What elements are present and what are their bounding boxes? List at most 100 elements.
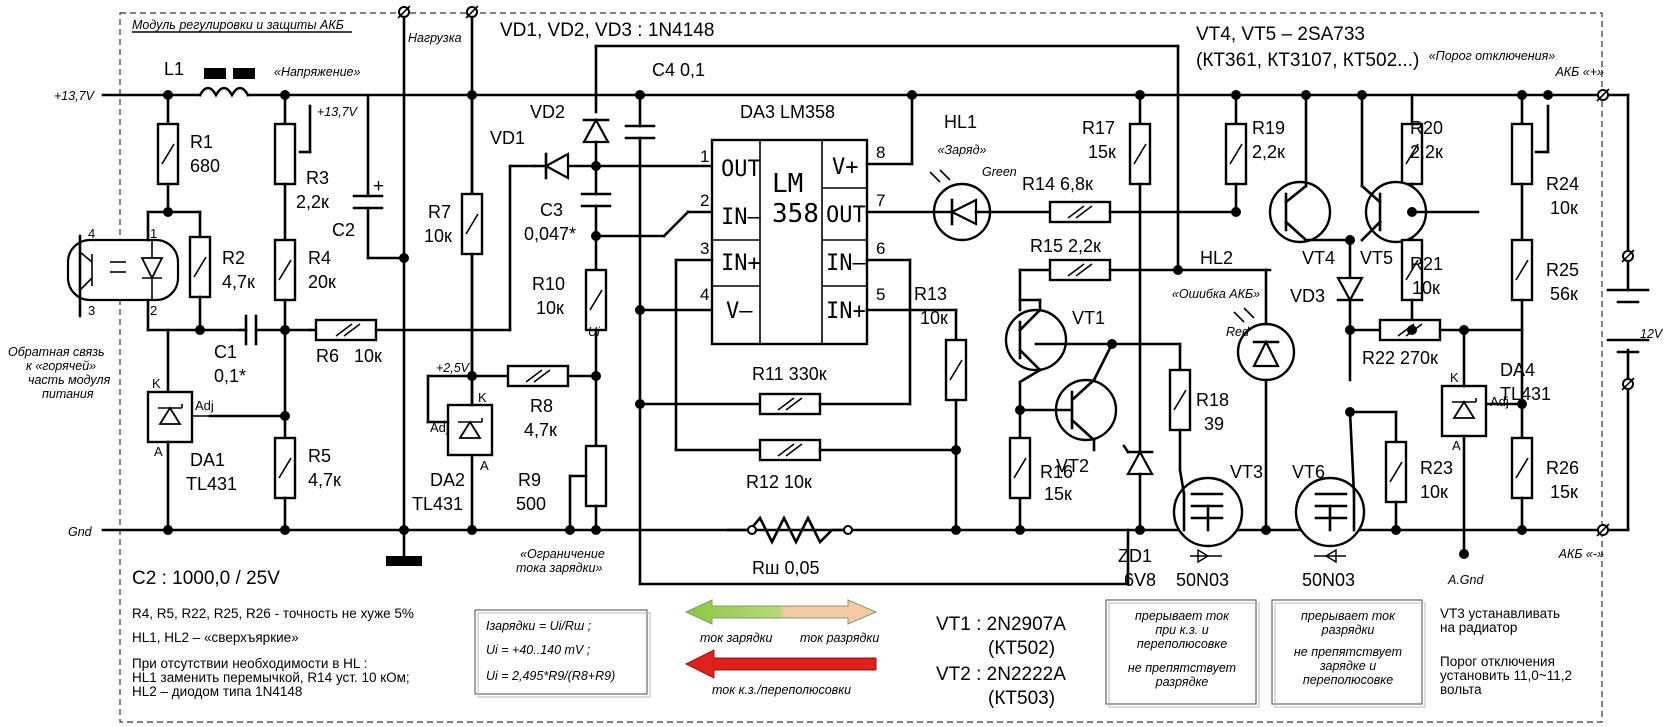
ref-r24: R24: [1546, 174, 1579, 194]
ref-r15: R15 2,2к: [1030, 236, 1101, 256]
opto-pin1: 1: [150, 226, 157, 241]
label-battery-v: 12V: [1640, 327, 1664, 341]
val-r2: 4,7к: [222, 272, 255, 292]
label-akb-minus: АКБ «-»: [1558, 547, 1604, 561]
ref-r22: R22 270к: [1362, 348, 1438, 368]
label-napr: «Напряжение»: [274, 65, 360, 79]
feedback-l1: Обратная связь: [8, 345, 105, 359]
ref-vd2: VD2: [530, 102, 565, 122]
ref-r14: R14 6,8к: [1022, 174, 1093, 194]
da3-out-1: OUT: [721, 157, 761, 182]
val-da2: TL431: [412, 494, 463, 514]
module-frame: [119, 12, 1603, 723]
label-plus-13-7: +13,7V: [54, 89, 96, 103]
val-r21: 10к: [1412, 278, 1440, 298]
label-v13-7: +13,7V: [317, 105, 359, 119]
note-vt2-alt: (КТ503): [988, 688, 1055, 709]
da2-adj: Adj: [430, 420, 449, 435]
header-diodes: VD1, VD2, VD3 : 1N4148: [500, 20, 714, 41]
note-vt2: VT2 : 2N2222A: [936, 664, 1066, 685]
ref-r19: R19: [1252, 118, 1285, 138]
val-da1: TL431: [186, 474, 237, 494]
label-agnd: A.Gnd: [1447, 573, 1484, 587]
val-r7: 10к: [424, 226, 452, 246]
da3-lm: LM: [772, 169, 803, 199]
label-arrow-charge: ток зарядки: [700, 631, 773, 645]
note-porog-2: установить 11,0~11,2: [1440, 668, 1572, 683]
note-porog-1: Порог отключения: [1440, 654, 1555, 669]
ref-rsh: Rш 0,05: [752, 558, 819, 578]
ref-c1: C1: [214, 342, 237, 362]
val-r5: 4,7к: [308, 470, 341, 490]
val-vt6: 50N03: [1302, 570, 1355, 590]
ref-r20: R20: [1410, 118, 1443, 138]
ref-l1: L1: [164, 59, 184, 79]
val-r24: 10к: [1550, 198, 1578, 218]
box2-l3: не препятствует: [1294, 645, 1402, 659]
opto-pin2: 2: [150, 303, 157, 318]
da2-k: K: [478, 390, 487, 405]
da3-pin6: 6: [876, 239, 885, 258]
da3-pin2: 2: [700, 191, 709, 210]
ref-r4: R4: [308, 248, 331, 268]
val-r10: 10к: [536, 298, 564, 318]
ref-r6: R6: [316, 346, 339, 366]
val-r3: 2,2к: [296, 192, 329, 212]
ref-c3: C3: [540, 200, 563, 220]
da3-in-plus-3: IN+: [721, 251, 761, 276]
box2-l2: разрядки: [1321, 623, 1375, 637]
note-absent-title: При отсутствии необходимости в HL :: [132, 656, 367, 671]
val-r9: 500: [516, 494, 546, 514]
box1-l4: не препятствует: [1128, 661, 1236, 675]
da3-pin4: 4: [700, 285, 709, 304]
header-pnp-alt: (КТ361, КТ3107, КТ502...): [1196, 50, 1419, 71]
box1-l2: при к.з. и: [1155, 623, 1208, 637]
ref-vt3: VT3: [1230, 462, 1263, 482]
note-porog-3: вольта: [1440, 682, 1482, 697]
feedback-l2: к «горячей»: [26, 359, 96, 373]
note-vt3-1: VT3 устанавливать: [1440, 606, 1560, 621]
ref-r5: R5: [308, 446, 331, 466]
terminal-akb-plus: [1596, 88, 1610, 102]
label-ui: Ui: [588, 325, 601, 339]
val-c3: 0,047*: [524, 224, 576, 244]
da3-out-7: OUT: [826, 203, 866, 228]
box1-l5: разрядке: [1155, 675, 1209, 689]
val-c1: 0,1*: [214, 366, 246, 386]
note-vt1-alt: (КТ502): [988, 638, 1055, 659]
ref-r10: R10: [532, 274, 565, 294]
val-r1: 680: [190, 156, 220, 176]
val-r18: 39: [1204, 414, 1224, 434]
da3-in-minus-6: IN–: [826, 251, 866, 276]
da1-a: A: [154, 444, 163, 459]
ref-r8: R8: [530, 396, 553, 416]
da4-k: K: [1450, 370, 1459, 385]
box2-l1: прерывает ток: [1301, 609, 1396, 623]
ref-zd1: ZD1: [1118, 546, 1152, 566]
formula-1: Iзарядки = Ui/Rш ;: [486, 619, 592, 633]
note-box-vt6: [1271, 599, 1423, 705]
val-r20: 2,2к: [1410, 142, 1443, 162]
val-r26: 15к: [1550, 482, 1578, 502]
ogr-l2: тока зарядки»: [516, 561, 602, 575]
ref-r3: R3: [306, 168, 329, 188]
val-r13: 10к: [920, 308, 948, 328]
formula-box: [474, 609, 648, 695]
c2-plus-mark: +: [373, 176, 384, 197]
ref-c2: C2: [332, 220, 355, 240]
label-zaryad: «Заряд»: [938, 143, 987, 157]
label-gnd: Gnd: [68, 525, 93, 539]
ref-r11: R11 330к: [752, 364, 827, 384]
da3-in-plus-5: IN+: [826, 299, 866, 324]
ref-r25: R25: [1546, 260, 1579, 280]
label-green: Green: [982, 165, 1017, 179]
box2-l5: переполюсовке: [1303, 673, 1393, 687]
da3-vminus-4: V–: [726, 299, 753, 324]
label-arrow-short: ток к.з./переполюсовки: [712, 683, 851, 697]
val-r4: 20к: [308, 272, 336, 292]
val-r8: 4,7к: [524, 420, 557, 440]
val-r16: 15к: [1044, 484, 1072, 504]
ref-hl1: HL1: [944, 112, 977, 132]
da4-a: A: [1452, 438, 1461, 453]
